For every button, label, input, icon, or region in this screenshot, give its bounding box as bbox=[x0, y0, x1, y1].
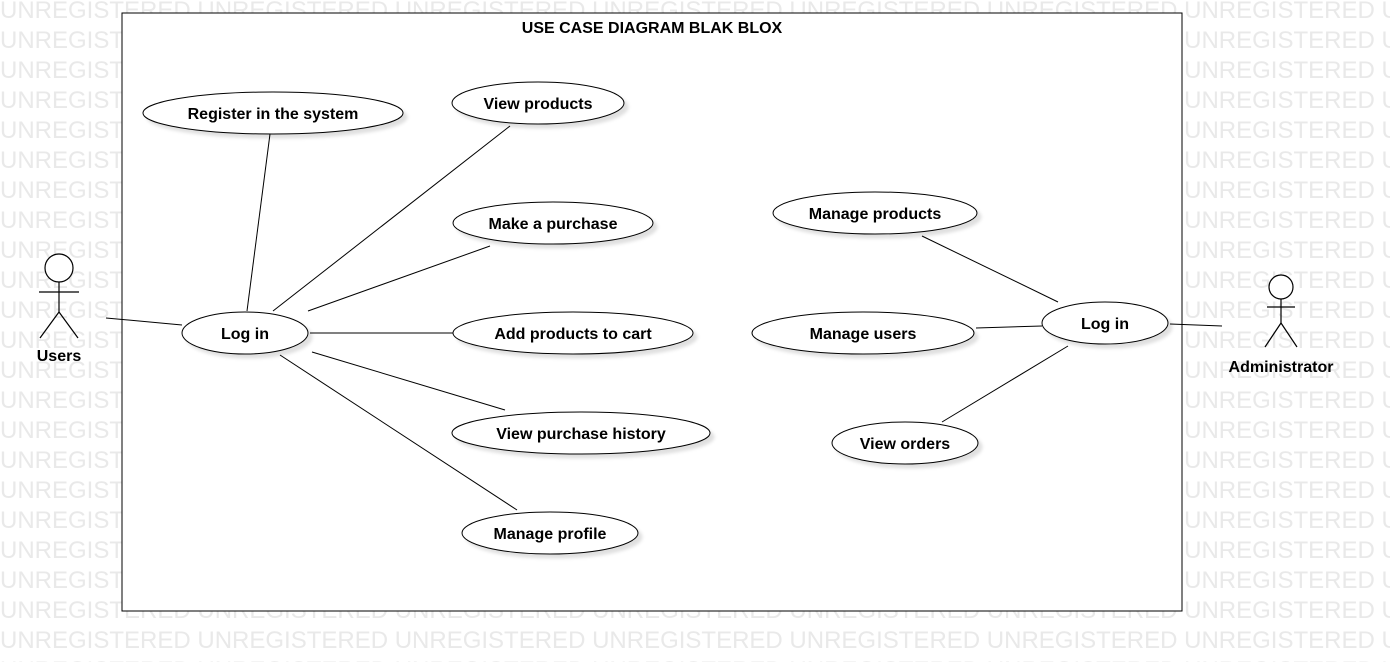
use-case-label: Log in bbox=[1081, 316, 1129, 333]
use-case-label: Register in the system bbox=[188, 106, 359, 123]
assoc-administrator-login bbox=[1169, 323, 1223, 327]
use-case-view-products[interactable]: View products bbox=[451, 81, 625, 125]
use-case-register[interactable]: Register in the system bbox=[142, 91, 404, 135]
use-case-purchase-history[interactable]: View purchase history bbox=[451, 411, 711, 455]
assoc-admin-login-view-orders bbox=[941, 345, 1069, 423]
use-case-label: Manage profile bbox=[494, 526, 607, 543]
use-case-manage-users[interactable]: Manage users bbox=[751, 311, 975, 355]
assoc-login-register bbox=[246, 133, 271, 312]
assoc-login-view-products bbox=[272, 125, 511, 312]
diagram-title: USE CASE DIAGRAM BLAK BLOX bbox=[522, 20, 783, 37]
assoc-admin-login-manage-users bbox=[975, 325, 1043, 329]
use-case-login-admin[interactable]: Log in bbox=[1041, 301, 1169, 345]
actor-users[interactable]: Users bbox=[37, 253, 82, 365]
use-case-manage-products[interactable]: Manage products bbox=[772, 191, 978, 235]
use-case-label: Log in bbox=[221, 326, 269, 343]
actor-label: Administrator bbox=[1229, 359, 1334, 376]
use-case-make-purchase[interactable]: Make a purchase bbox=[452, 201, 654, 245]
use-case-label: View products bbox=[483, 96, 592, 113]
assoc-login-purchase-history bbox=[311, 351, 506, 411]
stick-figure-icon bbox=[39, 253, 79, 339]
use-case-label: Add products to cart bbox=[494, 326, 652, 343]
stick-figure-icon bbox=[1264, 274, 1298, 348]
use-case-label: View orders bbox=[860, 436, 951, 453]
use-case-label: Manage users bbox=[810, 326, 917, 343]
actor-administrator[interactable]: Administrator bbox=[1229, 274, 1334, 376]
use-case-manage-profile[interactable]: Manage profile bbox=[461, 511, 639, 555]
use-case-add-to-cart[interactable]: Add products to cart bbox=[452, 311, 694, 355]
admin-associations bbox=[921, 235, 1223, 423]
use-case-label: Make a purchase bbox=[489, 216, 618, 233]
user-associations bbox=[105, 125, 518, 511]
use-case-label: View purchase history bbox=[496, 426, 666, 443]
assoc-users-login bbox=[105, 317, 183, 326]
actor-label: Users bbox=[37, 348, 82, 365]
assoc-login-manage-profile bbox=[279, 354, 518, 511]
use-case-login-user[interactable]: Log in bbox=[181, 311, 309, 355]
use-case-label: Manage products bbox=[809, 206, 942, 223]
assoc-login-make-purchase bbox=[307, 245, 491, 312]
use-case-view-orders[interactable]: View orders bbox=[831, 421, 979, 465]
assoc-admin-login-manage-products bbox=[921, 235, 1059, 303]
